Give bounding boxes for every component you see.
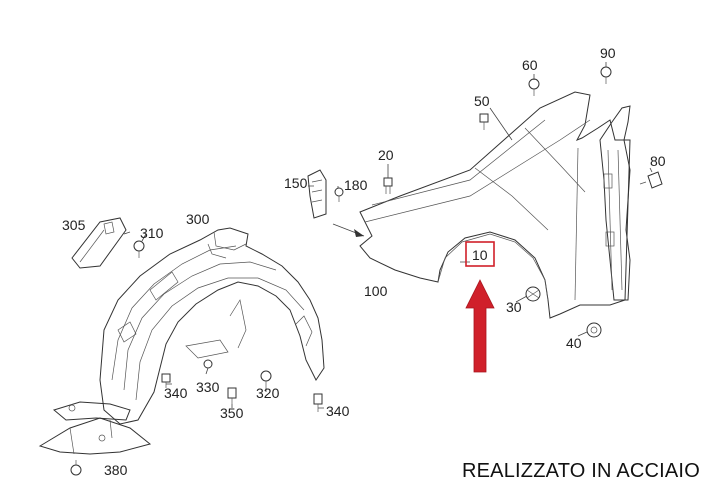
nut-40	[586, 322, 602, 338]
screw-380	[70, 460, 82, 476]
label-part-100: 100	[364, 283, 388, 299]
label-part-80: 80	[650, 153, 666, 169]
label-part-380: 380	[104, 462, 128, 478]
label-part-305: 305	[62, 217, 86, 233]
label-part-10: 10	[472, 247, 488, 263]
label-part-310: 310	[140, 225, 164, 241]
screw-50	[479, 113, 489, 130]
leader-lines-fender	[308, 62, 653, 337]
highlight-box-part-10	[465, 241, 495, 267]
leader-lines-liner	[123, 231, 324, 409]
label-part-320: 320	[256, 385, 280, 401]
screw-60	[528, 78, 540, 96]
label-part-350: 350	[220, 405, 244, 421]
label-part-20: 20	[378, 147, 394, 163]
label-part-90: 90	[600, 45, 616, 61]
label-part-150: 150	[284, 175, 308, 191]
assembly-arrowhead	[354, 229, 364, 237]
bracket-305	[71, 217, 127, 269]
screw-20	[383, 177, 393, 194]
nut-90	[600, 66, 612, 84]
underbody-panel	[38, 401, 152, 455]
clip-80	[639, 171, 663, 189]
label-part-40: 40	[566, 335, 582, 351]
wheel-arch-liner	[99, 227, 325, 425]
label-part-340-left: 340	[164, 385, 188, 401]
clip-180	[334, 187, 344, 202]
label-part-30: 30	[506, 299, 522, 315]
bracket-150	[307, 169, 327, 219]
clip-30	[525, 286, 541, 302]
label-part-60: 60	[522, 57, 538, 73]
clip-310	[133, 240, 145, 258]
fender-panel	[359, 91, 631, 319]
label-part-50: 50	[474, 93, 490, 109]
fender-bracket	[599, 105, 631, 301]
highlight-arrow	[465, 279, 495, 373]
material-caption: REALIZZATO IN ACCIAIO	[462, 460, 700, 482]
label-part-330: 330	[196, 379, 220, 395]
fasteners-lower	[161, 359, 323, 412]
label-part-300: 300	[186, 211, 210, 227]
label-part-340-right: 340	[326, 403, 350, 419]
label-part-180: 180	[344, 177, 368, 193]
